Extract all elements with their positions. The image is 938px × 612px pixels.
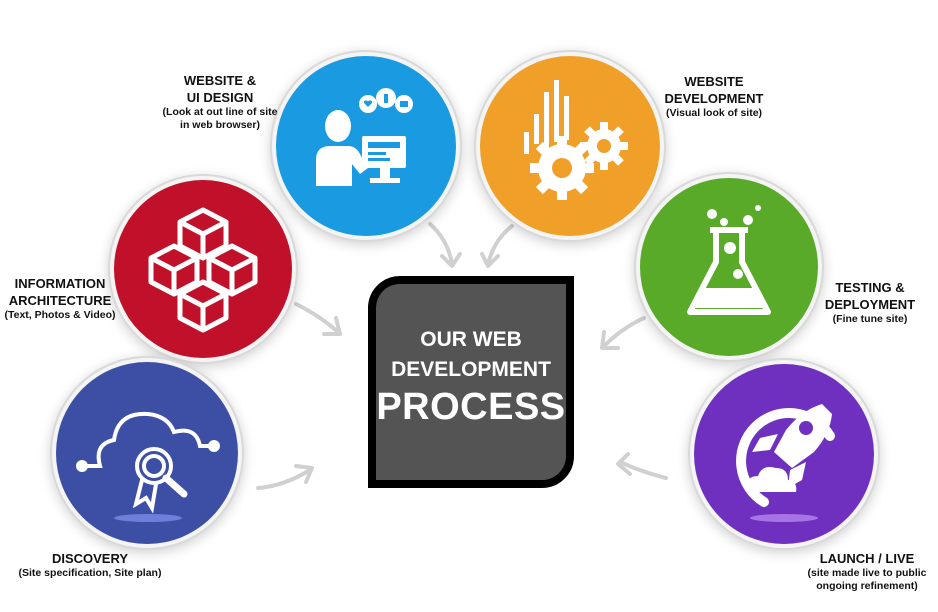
cloud-search-icon — [76, 411, 220, 522]
step-subtitle: (Site specification, Site plan) — [18, 567, 162, 579]
step-title: TESTING & — [835, 280, 905, 295]
step-title: DEVELOPMENT — [664, 91, 764, 106]
arrow-testing-to-center — [602, 316, 646, 348]
center-title-line-1: OUR WEB — [420, 328, 522, 351]
designer-at-computer-icon — [316, 88, 413, 186]
step-title: DEPLOYMENT — [824, 297, 916, 312]
step-subtitle: (Text, Photos & Video) — [4, 309, 116, 321]
step-launch-live-circle — [694, 364, 874, 544]
step-website-development-circle — [480, 56, 660, 236]
step-subtitle: ongoing refinement) — [816, 580, 918, 592]
step-title: LAUNCH / LIVE — [819, 551, 915, 566]
step-launch-live-label: LAUNCH / LIVE (site made live to public … — [798, 550, 936, 593]
step-discovery-circle — [56, 362, 238, 544]
arrow-development-to-center — [486, 224, 514, 266]
step-website-development-label: WEBSITE DEVELOPMENT (Visual look of site… — [652, 73, 776, 120]
lab-flask-icon — [687, 205, 771, 315]
center-title-line-3: PROCESS — [376, 386, 566, 428]
step-subtitle: (site made live to public — [807, 567, 927, 579]
arrow-architecture-to-center — [294, 302, 340, 334]
step-title: ARCHITECTURE — [8, 293, 112, 308]
step-title: INFORMATION — [14, 276, 106, 291]
step-information-architecture-circle — [114, 180, 292, 358]
rocket-launch-icon — [736, 404, 835, 522]
center-title-line-2: DEVELOPMENT — [391, 358, 551, 381]
step-title: WEBSITE & — [183, 73, 257, 88]
step-subtitle: (Visual look of site) — [665, 107, 763, 119]
stacked-cubes-icon — [148, 207, 258, 333]
step-subtitle: (Look at out line of site — [162, 106, 278, 118]
step-testing-deployment-label: TESTING & DEPLOYMENT (Fine tune site) — [810, 279, 930, 326]
step-title: UI DESIGN — [186, 90, 254, 105]
step-subtitle: in web browser) — [180, 119, 260, 131]
arrow-design-to-center — [428, 222, 454, 266]
step-discovery-label: DISCOVERY (Site specification, Site plan… — [0, 550, 180, 580]
step-website-ui-design-label: WEBSITE & UI DESIGN (Look at out line of… — [150, 72, 290, 132]
gears-icon — [524, 80, 628, 200]
step-information-architecture-label: INFORMATION ARCHITECTURE (Text, Photos &… — [0, 275, 120, 322]
step-title: WEBSITE — [684, 74, 744, 89]
center-process-box: OUR WEB DEVELOPMENT PROCESS — [368, 276, 574, 488]
arrow-launch-to-center — [618, 460, 668, 480]
arrow-discovery-to-center — [256, 468, 312, 490]
step-testing-deployment-circle — [640, 178, 818, 356]
step-subtitle: (Fine tune site) — [832, 313, 908, 325]
step-title: DISCOVERY — [51, 551, 129, 566]
step-website-ui-design-circle — [276, 56, 456, 236]
